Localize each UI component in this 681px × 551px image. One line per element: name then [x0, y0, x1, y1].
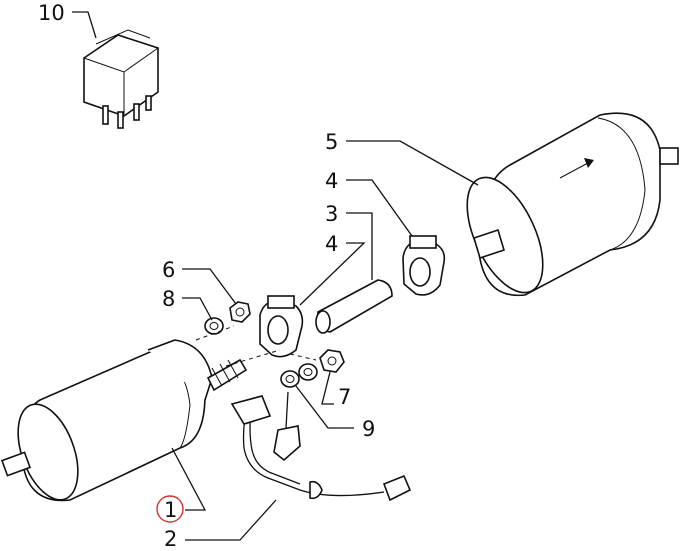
washer-part-8[interactable] — [204, 317, 224, 335]
callout-9: 9 — [362, 417, 375, 441]
hose-clamp-part-4-upper[interactable] — [402, 235, 446, 296]
wiring-harness-part-2[interactable] — [230, 391, 412, 502]
callout-6: 6 — [162, 258, 175, 282]
callout-10: 10 — [38, 1, 65, 25]
fuel-hose-part-3[interactable] — [315, 279, 393, 334]
callout-5: 5 — [325, 130, 338, 154]
callout-2: 2 — [164, 527, 177, 547]
callout-1: 1 — [164, 498, 177, 522]
highlight-circle — [156, 495, 184, 523]
relay-part-10[interactable] — [83, 29, 159, 129]
hose-clamp-part-4-lower[interactable] — [259, 295, 304, 358]
fuel-filter-part-5[interactable] — [452, 112, 679, 304]
callout-7: 7 — [338, 385, 351, 409]
nut-part-6[interactable] — [229, 301, 251, 323]
leader-lines — [72, 11, 479, 541]
callout-3: 3 — [325, 202, 338, 226]
fuel-pump-part-1[interactable] — [0, 339, 248, 508]
callout-8: 8 — [162, 287, 175, 311]
callout-4-lower: 4 — [325, 232, 338, 256]
callout-4-upper: 4 — [325, 169, 338, 193]
nut-part-7[interactable] — [319, 349, 345, 373]
washer-part-9[interactable] — [280, 363, 318, 388]
